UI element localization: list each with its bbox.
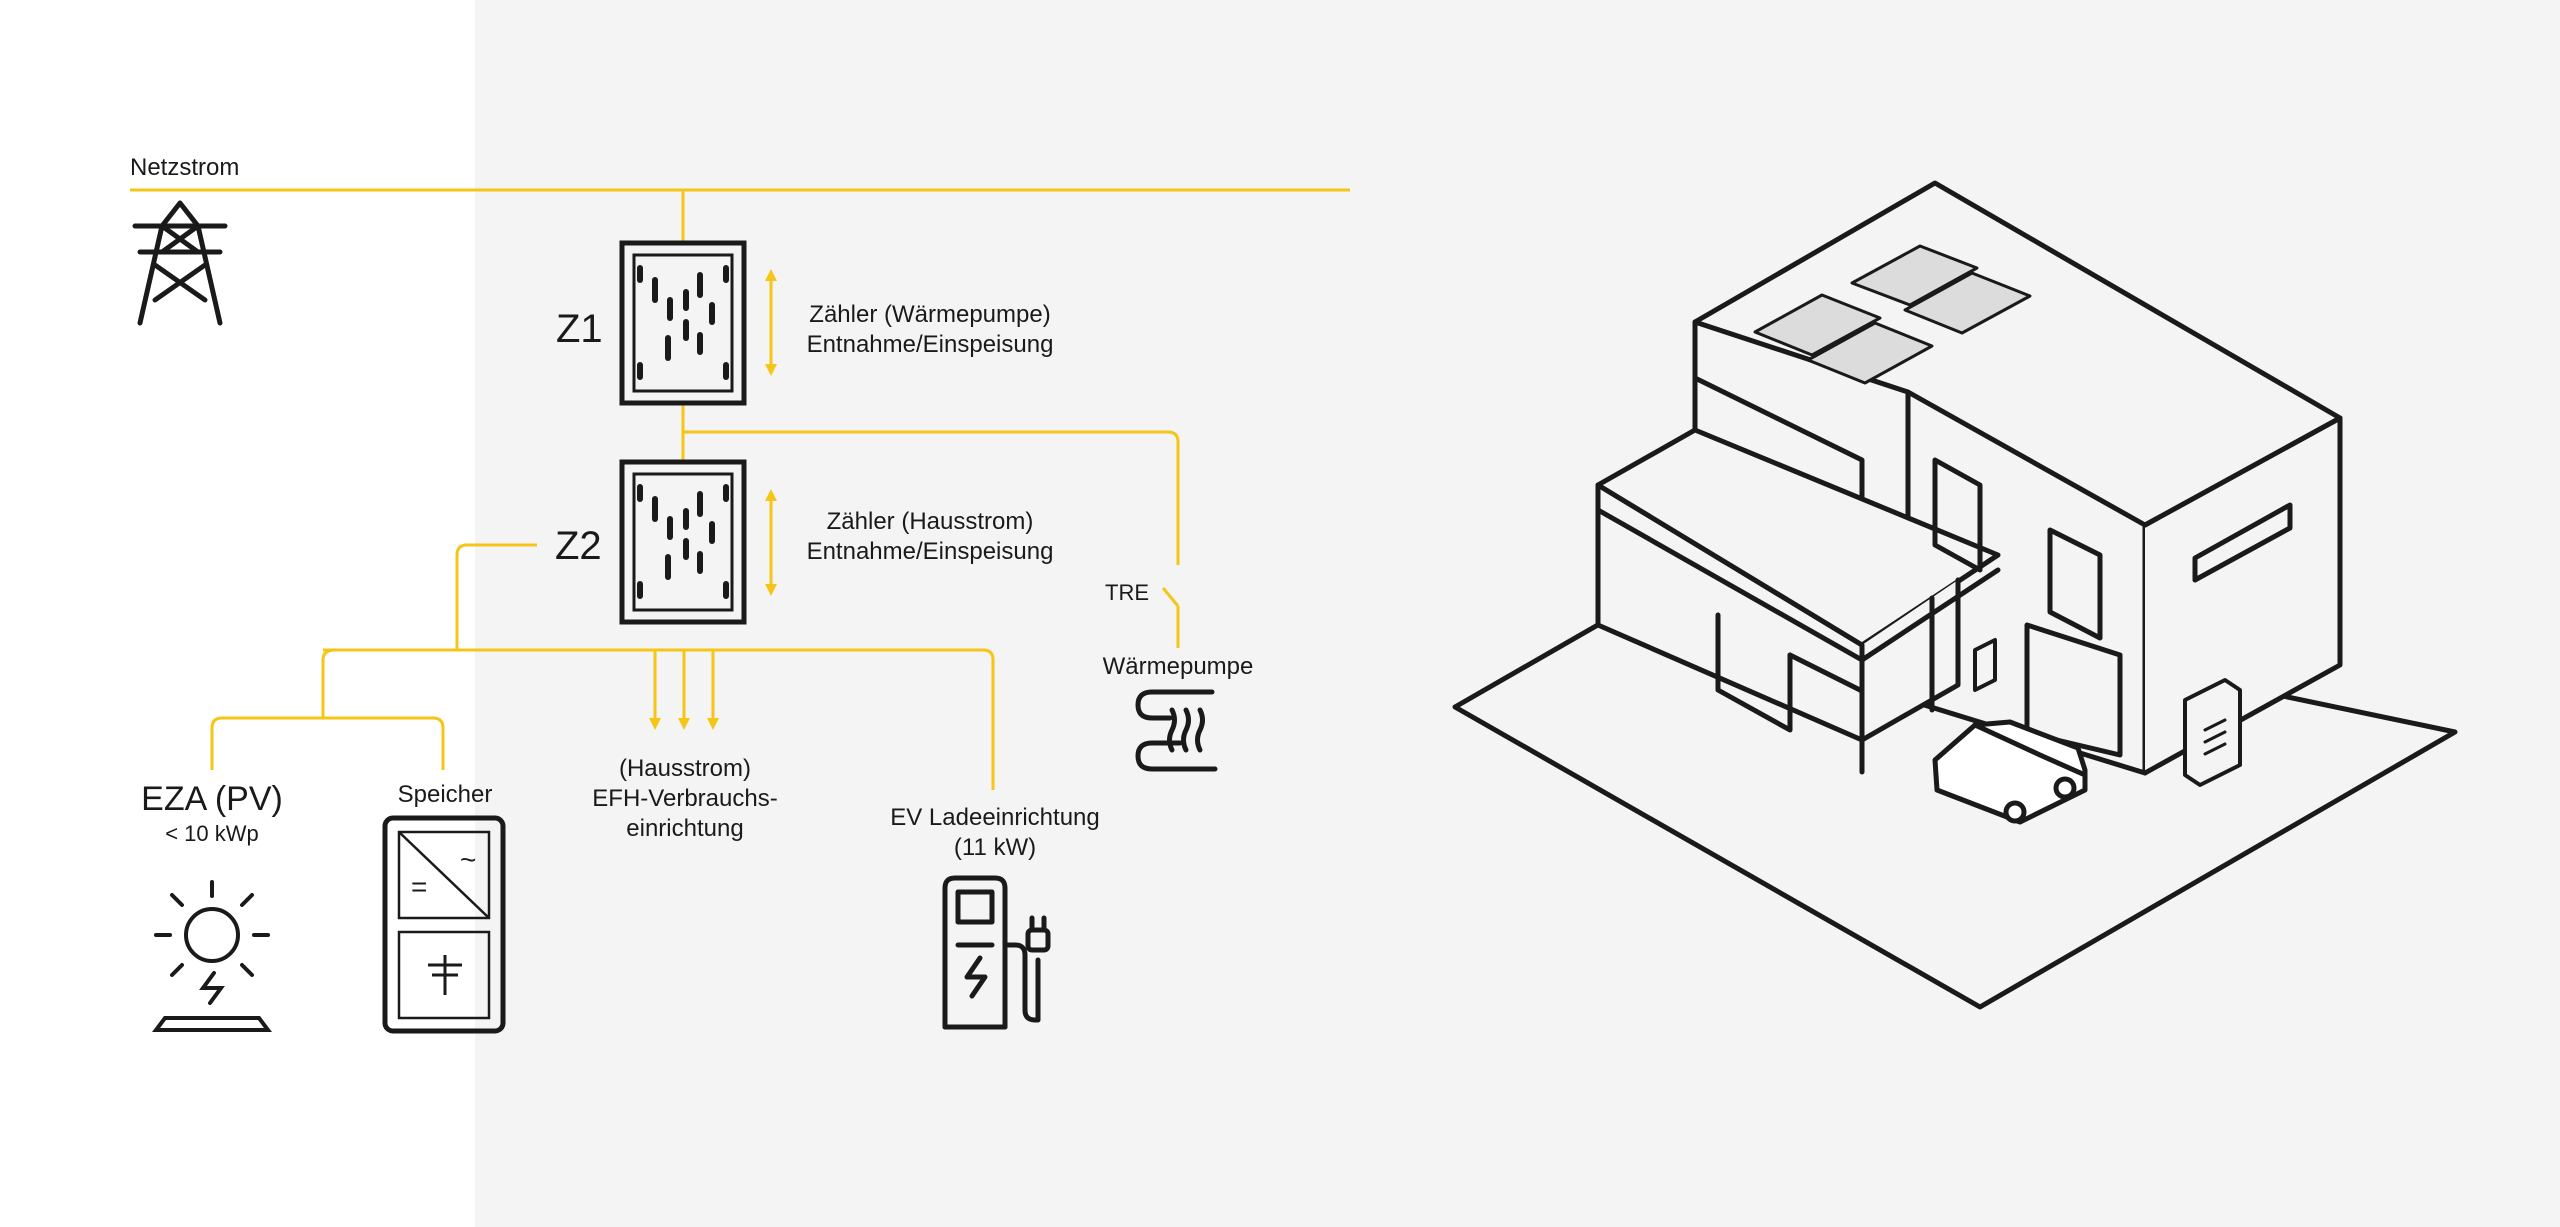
eza-label: EZA (PV): [141, 780, 283, 818]
ev-line1: EV Ladeeinrichtung: [890, 804, 1100, 831]
hausstrom-label: (Hausstrom) EFH-Verbrauchs- einrichtung: [560, 754, 810, 844]
hausstrom-line3: einrichtung: [626, 815, 744, 842]
eza-capacity-label: < 10 kWp: [165, 821, 259, 846]
meter-z1-desc-line1: Zähler (Wärmepumpe): [809, 301, 1051, 328]
netzstrom-label: Netzstrom: [130, 154, 240, 181]
meter-z2-description: Zähler (Hausstrom) Entnahme/Einspeisung: [780, 507, 1080, 567]
house-illustration: [1452, 180, 2458, 1010]
inverter-dc-symbol: =: [411, 871, 428, 902]
ev-charger-icon: [942, 875, 1051, 1030]
consumption-arrows: [649, 650, 719, 730]
meter-icon: [619, 240, 747, 406]
meter-z2-label: Z2: [555, 524, 602, 568]
battery-storage-icon: [382, 815, 506, 1034]
ev-line2: (11 kW): [953, 834, 1037, 861]
waermepumpe-label: Wärmepumpe: [1102, 653, 1254, 680]
inverter-ac-symbol: ~: [460, 844, 477, 875]
speicher-label: Speicher: [397, 781, 493, 808]
sun-pv-icon: [152, 880, 272, 1032]
ev-charger-label: EV Ladeeinrichtung (11 kW): [845, 803, 1145, 863]
meter-z1-label: Z1: [556, 307, 603, 351]
power-pylon-icon: [132, 200, 228, 326]
power-lines: [130, 188, 1350, 790]
heat-pump-icon: [1135, 689, 1218, 772]
meter-z1-description: Zähler (Wärmepumpe) Entnahme/Einspeisung: [780, 300, 1080, 360]
hausstrom-line1: (Hausstrom): [618, 755, 751, 782]
meter-z2-desc-line2: Entnahme/Einspeisung: [806, 538, 1054, 565]
meter-z2-desc-line1: Zähler (Hausstrom): [826, 508, 1034, 535]
meter-z1-desc-line2: Entnahme/Einspeisung: [806, 331, 1054, 358]
tre-label: TRE: [1105, 580, 1149, 605]
hausstrom-line2: EFH-Verbrauchs-: [592, 785, 778, 812]
meter-icon: [619, 459, 747, 625]
